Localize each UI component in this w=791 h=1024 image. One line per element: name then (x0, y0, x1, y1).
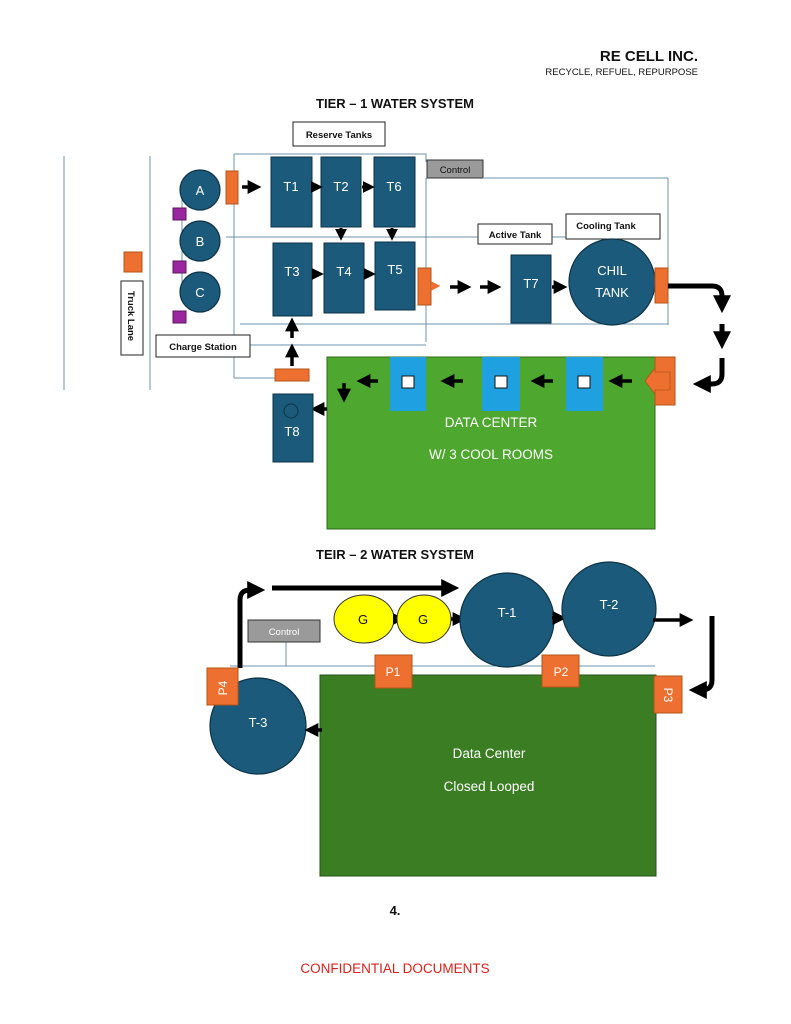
confidential-notice: CONFIDENTIAL DOCUMENTS (300, 961, 490, 976)
generator-1-label: G (358, 612, 368, 627)
tier1-data-center-label-2: W/ 3 COOL ROOMS (429, 447, 553, 462)
pump-a (225, 170, 239, 205)
tank-t4-label: T4 (336, 264, 351, 279)
pump-p4-label: P4 (216, 680, 230, 695)
tank-t8-port (283, 403, 299, 419)
truck-indicator (123, 251, 143, 273)
arrow-t2-down-to-p3 (688, 616, 715, 699)
pump-p3 (653, 675, 683, 714)
tier2-tank-t1-label: T-1 (498, 605, 517, 620)
pump-p2-label: P2 (554, 665, 569, 679)
truck-lane-label: Truck Lane (125, 291, 136, 341)
tier1-data-center-label-1: DATA CENTER (445, 415, 538, 430)
tier2-tank-t2 (561, 561, 657, 657)
tier2-tank-t2-label: T-2 (600, 597, 619, 612)
tier2-tank-t1 (459, 572, 555, 668)
storage-label-a: A (196, 183, 205, 198)
tier2-pipes (230, 642, 655, 667)
tank-t1-label: T1 (283, 179, 298, 194)
tier2-control-label: Control (269, 627, 300, 638)
pump-p3-label: P3 (661, 688, 675, 703)
tank-t2 (320, 156, 362, 228)
tank-t8 (272, 393, 314, 463)
charge-station-box (155, 334, 251, 358)
cool-room-2-window (494, 375, 508, 389)
inlet-arrow (644, 366, 671, 396)
storage-circle-b (179, 220, 221, 262)
page-number: 4. (389, 903, 401, 918)
arrow-t3-loop-up (237, 581, 266, 668)
storage-label-b: B (196, 234, 205, 249)
tank-t2-label: T2 (333, 179, 348, 194)
chill-tank-label-2: TANK (595, 285, 629, 300)
cool-room-3-window (577, 375, 591, 389)
arrow-chill-to-datacenter-1 (668, 283, 731, 314)
tier2-data-center-label-1: Data Center (453, 746, 526, 761)
tier2-data-center-label-2: Closed Looped (444, 779, 535, 794)
reserve-tanks-label: Reserve Tanks (306, 130, 372, 141)
reserve-tanks-box (292, 121, 386, 147)
tier2-data-center (319, 674, 657, 877)
charge-station-label: Charge Station (169, 342, 237, 353)
storage-label-c: C (195, 285, 204, 300)
active-tank-label: Active Tank (489, 230, 542, 241)
pump-p1-label: P1 (386, 665, 401, 679)
pump-p4 (206, 667, 239, 706)
tank-t8-label: T8 (284, 424, 299, 439)
tier1-control-label: Control (440, 165, 471, 176)
chill-tank (568, 238, 656, 326)
tank-t5 (374, 241, 416, 311)
chill-tank-label-1: CHIL (597, 263, 627, 278)
tier1-valves (172, 207, 187, 324)
pump-charge (274, 368, 310, 382)
tank-t3-label: T3 (284, 264, 299, 279)
tank-t7 (510, 254, 552, 324)
tank-t5-label: T5 (387, 262, 402, 277)
storage-circle-a (179, 169, 221, 211)
pump-p2 (541, 654, 580, 688)
pump-chill (654, 267, 669, 304)
tank-t7-label: T7 (523, 276, 538, 291)
pump-p1 (374, 654, 413, 689)
generator-2-label: G (418, 612, 428, 627)
company-tagline: RECYCLE, REFUEL, REPURPOSE (545, 67, 698, 78)
cool-room-1-window (401, 375, 415, 389)
arrow-chill-to-datacenter-3 (692, 358, 725, 393)
tank-t6-label: T6 (386, 179, 401, 194)
truck-lane-box (120, 280, 144, 356)
tier1-control-box (426, 159, 484, 179)
tier1-title: TIER – 1 WATER SYSTEM (316, 96, 474, 111)
tank-t6 (373, 156, 416, 228)
tier2-control-box (247, 619, 321, 643)
pump-t5 (417, 267, 432, 306)
tank-t3 (272, 242, 313, 317)
company-name: RE CELL INC. (599, 48, 698, 65)
cooling-tank-label: Cooling Tank (576, 221, 636, 232)
tier2-tank-t3-label: T-3 (249, 715, 268, 730)
tier2-title: TEIR – 2 WATER SYSTEM (316, 547, 474, 562)
active-tank-box (477, 223, 553, 245)
tank-t4 (323, 242, 365, 314)
storage-circle-c (179, 271, 221, 313)
